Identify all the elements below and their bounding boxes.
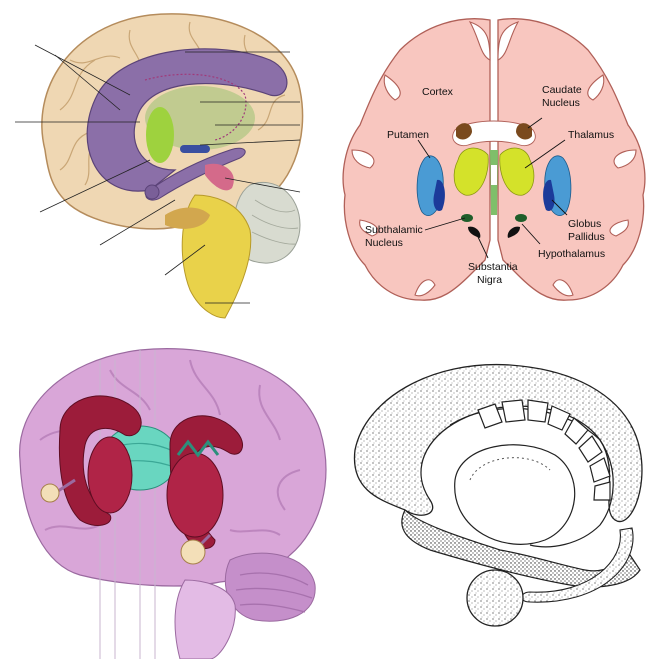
cortex-right — [497, 18, 646, 301]
teal-accent — [176, 439, 220, 458]
cerebellum-folia — [235, 572, 313, 613]
label-subthalamic-line2: Nucleus — [365, 237, 403, 249]
label-globus-line2: Pallidus — [568, 231, 605, 243]
cortex-left — [342, 18, 491, 301]
substantia-nigra-right — [507, 226, 520, 238]
ventricles — [452, 120, 536, 147]
lateral-brain-view — [0, 330, 330, 659]
subthalamic-right — [515, 214, 527, 222]
midbrain-shape — [165, 207, 210, 229]
outer-arc — [353, 363, 643, 523]
label-thalamus: Thalamus — [568, 129, 614, 141]
putamen-left-shape — [87, 436, 133, 514]
globus-pallidus-left — [433, 179, 445, 211]
label-cortex: Cortex — [422, 86, 454, 98]
label-caudate-line2: Nucleus — [542, 97, 580, 109]
label-hypothalamus: Hypothalamus — [538, 248, 605, 260]
medial-brain-illustration — [15, 13, 304, 319]
brainstem-shape — [174, 579, 236, 659]
subthalamic-left — [461, 214, 473, 222]
bulb-shape — [466, 569, 524, 627]
label-substantia-line2: Nigra — [477, 274, 502, 286]
medial-brain-view — [0, 0, 330, 330]
inner-lens — [454, 444, 576, 545]
label-putamen: Putamen — [387, 129, 429, 141]
anterior-structure-shape — [146, 107, 174, 163]
right-knob — [180, 539, 206, 565]
midline-white — [491, 165, 497, 185]
segments — [477, 399, 611, 501]
stippled-drawing — [330, 330, 659, 659]
label-globus-line1: Globus — [568, 218, 601, 230]
caudate-right — [516, 123, 532, 140]
coronal-section-svg: Cortex Caudate Nucleus Putamen Thalamus … — [342, 18, 646, 301]
globus-pallidus-right — [543, 179, 555, 211]
dotted-outline — [144, 73, 247, 141]
lateral-ventricle-shape — [86, 48, 288, 192]
caudate-left-shape — [58, 395, 142, 526]
sulci — [351, 21, 637, 297]
cerebellum-folia — [251, 199, 299, 245]
leader-lines — [15, 44, 301, 304]
left-knob — [40, 483, 60, 503]
stippled-illustration — [353, 363, 643, 627]
thalamus-right — [499, 147, 535, 196]
hypothalamus-shape — [205, 163, 234, 191]
label-substantia-line1: Substantia — [468, 261, 518, 273]
ventricle-tail-shape — [145, 147, 246, 201]
lower-band — [401, 508, 641, 588]
label-subthalamic-line1: Subthalamic — [365, 224, 423, 236]
caudate-left — [456, 123, 472, 140]
coronal-section: Cortex Caudate Nucleus Putamen Thalamus … — [330, 0, 659, 330]
substantia-nigra-left — [468, 226, 481, 238]
commissure-shape — [180, 145, 210, 153]
lateral-brain-illustration — [19, 348, 327, 659]
putamen-right-shape — [166, 452, 224, 538]
inner-lens-shade — [469, 457, 551, 481]
thalamus-left — [453, 147, 489, 196]
ventricle-knob — [144, 184, 160, 200]
label-caudate-line1: Caudate — [542, 84, 582, 96]
coronal-leader-lines — [417, 117, 568, 259]
